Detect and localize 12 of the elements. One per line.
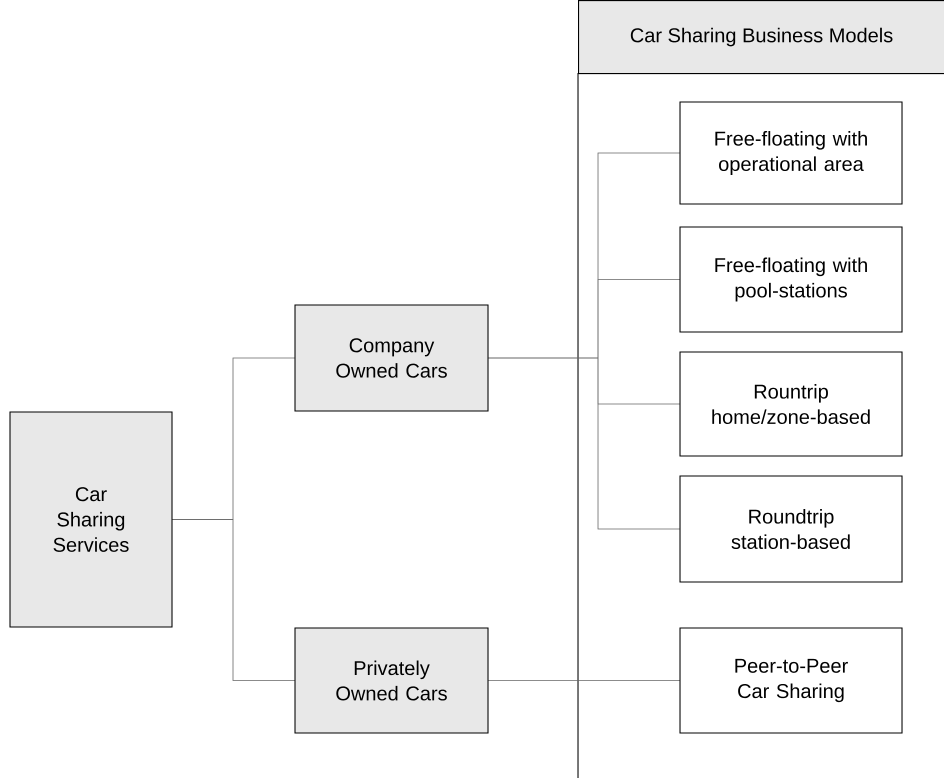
connector-line [172, 519, 295, 681]
model-box: Roundtrip station-based [679, 475, 903, 583]
connector-line [488, 680, 680, 681]
connector-line [488, 358, 680, 530]
model-box: Free-floating with operational area [679, 101, 903, 205]
panel-heading: Car Sharing Business Models [578, 0, 944, 74]
category-box: Privately Owned Cars [294, 627, 489, 734]
category-box: Company Owned Cars [294, 304, 489, 412]
model-box: Peer-to-Peer Car Sharing [679, 627, 903, 734]
category-box: Car Sharing Services [9, 411, 173, 628]
model-box: Free-floating with pool-stations [679, 226, 903, 333]
model-box: Rountrip home/zone-based [679, 351, 903, 457]
